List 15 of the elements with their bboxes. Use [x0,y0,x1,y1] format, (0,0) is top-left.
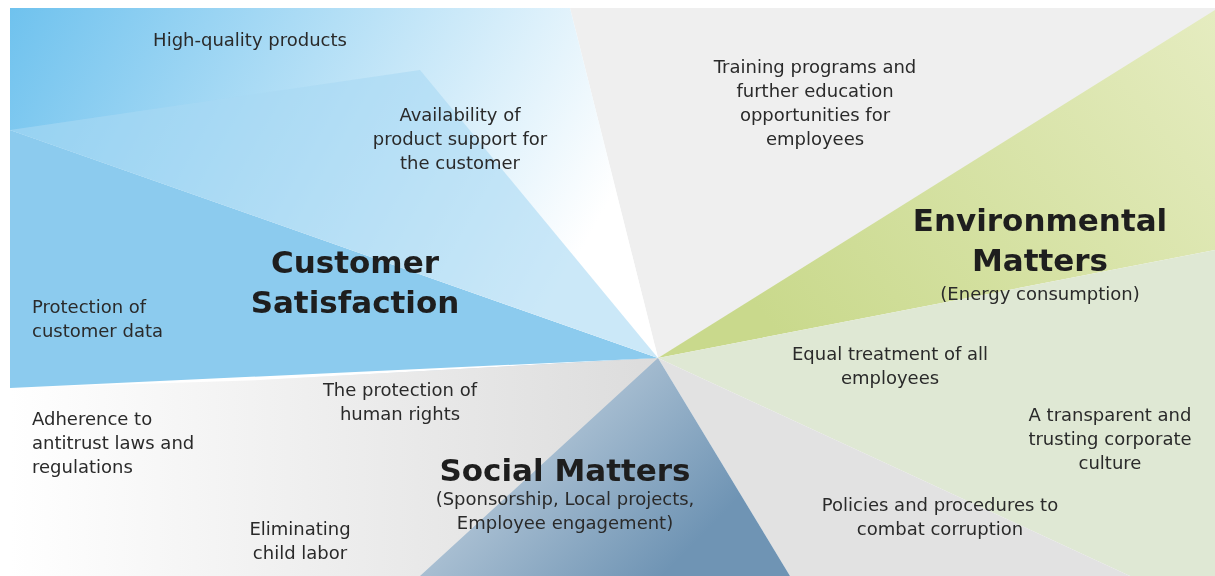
topic-text: Eliminating child labor [248,517,352,565]
topic-heading: Environmental Matters [911,201,1169,280]
topic-text: The protection of human rights [321,378,479,426]
topic-text: Protection of customer data [32,295,165,343]
topic-text: Equal treatment of all employees [790,342,990,390]
topic-text: Adherence to antitrust laws and regulations [32,407,196,479]
topic-text: A transparent and trusting corporate culture [1027,403,1193,475]
topic-heading: Social Matters [438,451,692,490]
topic-heading: Customer Satisfaction [249,243,461,322]
topic-text: (Energy consumption) [939,282,1141,306]
topic-text: Policies and procedures to combat corruption [820,493,1060,541]
topic-text: (Sponsorship, Local projects, Employee engagement) [434,487,696,535]
topic-text: Training programs and further education opportunities for employees [712,55,918,151]
topic-text: High-quality products [152,28,348,52]
topic-text: Availability of product support for the customer [371,103,549,175]
